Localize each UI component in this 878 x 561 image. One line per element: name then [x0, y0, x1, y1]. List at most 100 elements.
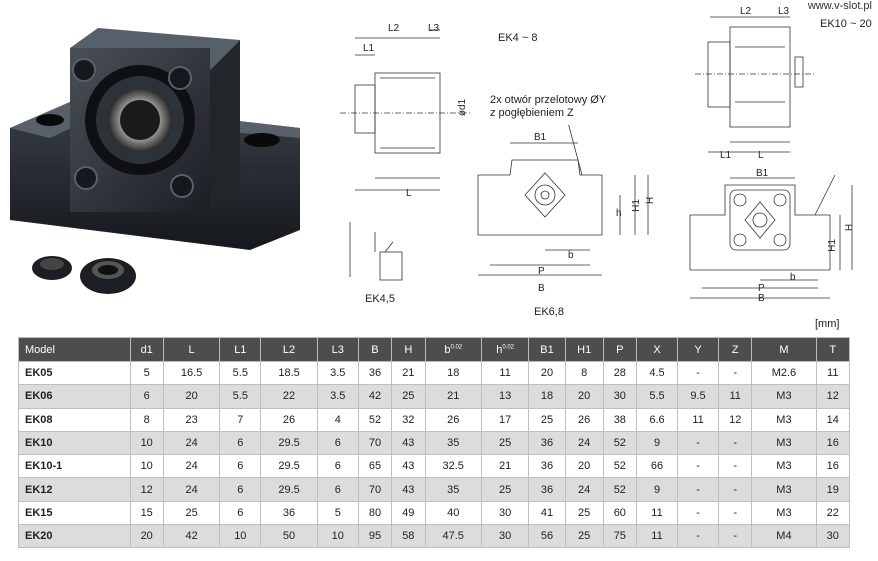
value-cell: 3.5 — [316, 360, 359, 386]
value-cell: 12 — [718, 407, 753, 432]
spec-table: Model d1 L L1 L2 L3 B H b0.02 h0.02 B1 H… — [18, 337, 850, 549]
value-cell: 11 — [677, 407, 720, 432]
value-cell: 25 — [480, 477, 530, 502]
value-cell: 42 — [162, 524, 221, 549]
dim-label-b1: B1 — [534, 132, 547, 143]
value-cell: 25 — [162, 500, 221, 526]
value-cell: 16.5 — [162, 360, 221, 386]
value-cell: 75 — [602, 524, 638, 549]
value-cell: 8 — [129, 407, 164, 432]
value-cell: 12 — [129, 477, 164, 502]
value-cell: 6 — [316, 430, 359, 456]
value-cell: 20 — [162, 384, 221, 409]
value-cell: 30 — [815, 524, 850, 549]
col-header: B — [357, 337, 393, 362]
value-cell: 29.5 — [260, 430, 318, 456]
dim-label-b-ek10: B — [758, 293, 765, 304]
value-cell: 17 — [480, 407, 530, 432]
value-cell: 52 — [357, 407, 393, 432]
value-cell: - — [677, 430, 720, 456]
col-header: L — [162, 337, 221, 362]
value-cell: 65 — [357, 454, 393, 479]
col-header: H1 — [564, 337, 604, 362]
value-cell: - — [718, 430, 753, 456]
value-cell: 24 — [564, 477, 604, 502]
value-cell: M3 — [751, 407, 817, 432]
site-url[interactable]: www.v-slot.pl — [807, 0, 872, 12]
value-cell: 9.5 — [677, 384, 720, 409]
value-cell: M3 — [751, 500, 817, 526]
value-cell: 36 — [528, 477, 566, 502]
value-cell: 11 — [635, 524, 679, 549]
value-cell: - — [718, 524, 753, 549]
ek4-5-detail-view — [349, 222, 403, 281]
value-cell: 95 — [357, 524, 393, 549]
value-cell: 30 — [602, 384, 638, 409]
col-header: Y — [677, 337, 720, 362]
value-cell: - — [718, 454, 753, 479]
drawing-title-ek4-5: EK4,5 — [365, 293, 395, 305]
value-cell: 5.5 — [219, 360, 262, 386]
col-header: Z — [718, 337, 753, 362]
value-cell: 4.5 — [635, 360, 679, 386]
value-cell: 22 — [260, 384, 318, 409]
model-cell: EK20 — [18, 524, 131, 549]
value-cell: 10 — [129, 454, 164, 479]
dim-label-l2: L2 — [388, 23, 400, 34]
value-cell: 21 — [424, 384, 482, 409]
ek10-20-front-view — [689, 174, 853, 299]
value-cell: 25 — [391, 384, 426, 409]
value-cell: - — [718, 500, 753, 526]
col-header: L2 — [260, 337, 318, 362]
dim-label-l1-ek10: L1 — [720, 150, 732, 161]
value-cell: - — [718, 360, 753, 386]
value-cell: 5 — [129, 360, 164, 386]
value-cell: 42 — [357, 384, 393, 409]
value-cell: 13 — [480, 384, 530, 409]
value-cell: 38 — [602, 407, 638, 432]
value-cell: 32 — [391, 407, 426, 432]
value-cell: M3 — [751, 384, 817, 409]
drawing-title-ek6-8: EK6,8 — [534, 306, 564, 318]
value-cell: 50 — [260, 524, 318, 549]
col-header: L3 — [316, 337, 359, 362]
value-cell: 11 — [718, 384, 753, 409]
col-header: M — [751, 337, 817, 362]
col-header: Model — [18, 337, 131, 362]
value-cell: 24 — [162, 430, 221, 456]
value-cell: - — [677, 454, 720, 479]
dim-label-b1-ek10: B1 — [756, 168, 769, 179]
note-holes-line2: z pogłębieniem Z — [490, 107, 574, 119]
drawing-title-ek10-20: EK10 ~ 20 — [820, 18, 872, 30]
model-cell: EK08 — [18, 407, 131, 432]
dim-label-b-small: b — [568, 250, 574, 261]
dim-label-h-ek10: H — [844, 223, 856, 232]
value-cell: 24 — [162, 477, 221, 502]
value-cell: 52 — [602, 430, 638, 456]
value-cell: 18 — [528, 384, 566, 409]
value-cell: - — [677, 477, 720, 502]
value-cell: 35 — [424, 477, 482, 502]
value-cell: 6 — [316, 454, 359, 479]
col-header: d1 — [129, 337, 164, 362]
drawing-title-ek4-8: EK4 ~ 8 — [498, 32, 538, 44]
value-cell: 7 — [219, 407, 262, 432]
value-cell: 30 — [480, 524, 530, 549]
value-cell: 5.5 — [219, 384, 262, 409]
dim-label-h1-ek10: H1 — [826, 239, 838, 252]
value-cell: 21 — [480, 454, 530, 479]
value-cell: 52 — [602, 454, 638, 479]
dim-label-l3-ek10: L3 — [778, 6, 790, 17]
col-header: L1 — [219, 337, 262, 362]
value-cell: 28 — [602, 360, 638, 386]
value-cell: 26 — [260, 407, 318, 432]
value-cell: - — [677, 360, 720, 386]
unit-label: [mm] — [815, 318, 840, 330]
